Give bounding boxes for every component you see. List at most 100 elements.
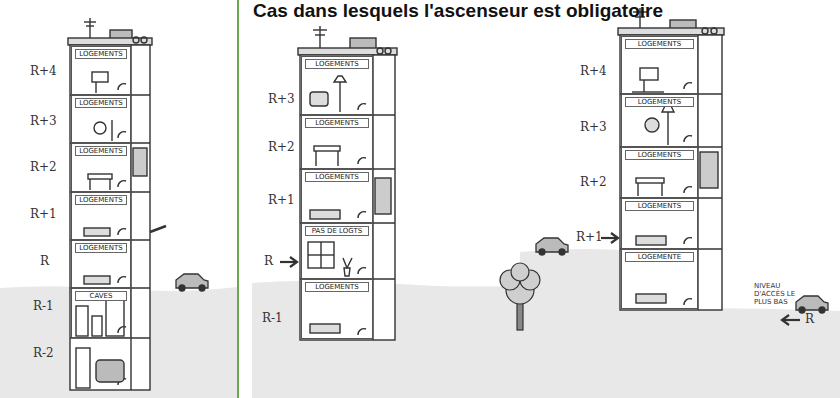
building-left bbox=[133, 148, 147, 176]
building-right bbox=[636, 294, 666, 303]
building-middle bbox=[313, 29, 327, 30]
room-label: LOGEMENTS bbox=[75, 243, 127, 253]
building-left bbox=[89, 18, 90, 38]
building-right bbox=[632, 91, 664, 92]
building-left bbox=[84, 228, 110, 236]
building-middle bbox=[344, 268, 350, 276]
car bbox=[179, 285, 185, 291]
room-box: LOGEMENTS bbox=[301, 56, 373, 115]
level-label: R-1 bbox=[33, 299, 54, 313]
level-label: R bbox=[40, 254, 49, 268]
building-middle bbox=[310, 210, 340, 219]
building-left bbox=[89, 179, 90, 190]
building-right bbox=[645, 118, 659, 132]
building-right bbox=[684, 238, 692, 244]
building-left bbox=[70, 45, 150, 390]
room-box: LOGEMENTS bbox=[71, 95, 131, 143]
building-left bbox=[118, 327, 126, 333]
building-left bbox=[133, 37, 139, 43]
building-right bbox=[636, 178, 664, 183]
room-box: LOGEMENTS bbox=[301, 169, 373, 223]
building-right bbox=[684, 83, 692, 89]
car bbox=[199, 285, 205, 291]
ground bbox=[620, 308, 840, 398]
building-left bbox=[76, 348, 90, 388]
building-middle bbox=[375, 178, 391, 214]
access-arrow bbox=[611, 233, 618, 243]
building-left bbox=[84, 276, 110, 284]
building-right bbox=[640, 68, 658, 80]
building-left bbox=[92, 316, 102, 336]
level-label: R bbox=[805, 312, 814, 326]
building-left bbox=[86, 25, 94, 26]
building-right bbox=[661, 183, 662, 196]
building-middle bbox=[315, 34, 325, 35]
building-right bbox=[711, 28, 717, 34]
room-box: LOGEMENTS bbox=[301, 115, 373, 169]
room-box: LOGEMENTS bbox=[621, 94, 698, 147]
level-label: R-2 bbox=[33, 346, 54, 360]
building-middle bbox=[339, 82, 340, 112]
building-middle bbox=[377, 48, 383, 54]
building-middle bbox=[308, 254, 334, 255]
building-middle bbox=[300, 55, 395, 340]
level-label: R+4 bbox=[30, 64, 57, 78]
building-left bbox=[118, 84, 126, 90]
room-box: LOGEMENTS bbox=[621, 36, 698, 94]
level-label: R+2 bbox=[580, 175, 607, 189]
level-label: R+3 bbox=[30, 114, 57, 128]
room-label: CAVES bbox=[75, 291, 127, 301]
building-left bbox=[141, 37, 147, 43]
room-box: LOGEMENTS bbox=[71, 46, 131, 95]
building-middle bbox=[358, 104, 366, 110]
level-label: R+3 bbox=[580, 120, 607, 134]
access-note: NIVEAU D'ACCÈS LE PLUS BAS bbox=[754, 282, 806, 306]
building-middle bbox=[358, 158, 366, 164]
level-label: R+2 bbox=[30, 160, 57, 174]
room-label: LOGEMENTS bbox=[625, 97, 694, 107]
building-right bbox=[636, 236, 666, 245]
building-left bbox=[118, 181, 126, 187]
building-left bbox=[109, 179, 110, 190]
access-arrow bbox=[290, 257, 297, 267]
room-label: LOGEMENTS bbox=[625, 39, 694, 49]
building-left bbox=[118, 229, 126, 235]
room-label: PAS DE LOGTS bbox=[305, 226, 369, 236]
building-right bbox=[643, 80, 644, 92]
building-left bbox=[94, 122, 106, 134]
car bbox=[176, 274, 208, 291]
room-box: LOGEMENTS bbox=[71, 240, 131, 288]
building-middle bbox=[314, 146, 340, 151]
room-label: LOGEMENTS bbox=[305, 59, 369, 69]
diagram-title: Cas dans lesquels l'ascenseur est obliga… bbox=[253, 0, 663, 22]
level-label: R+1 bbox=[576, 230, 603, 244]
room-label: LOGEMENTS bbox=[305, 172, 369, 182]
room-box: LOGEMENTS bbox=[621, 198, 698, 249]
car bbox=[539, 249, 545, 255]
building-left bbox=[88, 174, 112, 179]
level-label: R+1 bbox=[30, 207, 57, 221]
building-middle bbox=[343, 258, 352, 268]
room-box: LOGEMENTS bbox=[71, 192, 131, 240]
building-right bbox=[618, 28, 724, 35]
room-box: CAVES bbox=[71, 288, 131, 338]
building-right bbox=[684, 299, 692, 305]
building-right bbox=[702, 28, 708, 34]
building-right bbox=[620, 35, 722, 310]
building-middle bbox=[308, 242, 334, 268]
building-left bbox=[118, 277, 126, 283]
room-box: LOGEMENTS bbox=[71, 143, 131, 192]
building-left bbox=[76, 306, 88, 336]
building-left bbox=[95, 82, 96, 93]
room-label: LOGEMENTS bbox=[625, 201, 694, 211]
room-box: PAS DE LOGTS bbox=[301, 223, 373, 279]
level-label: R+2 bbox=[268, 140, 295, 154]
room-label: LOGEMENTS bbox=[75, 195, 127, 205]
level-label: R+3 bbox=[268, 92, 295, 106]
building-left bbox=[92, 72, 108, 82]
building-left bbox=[68, 38, 152, 45]
building-left bbox=[68, 18, 166, 390]
room-label: LOGEMENTS bbox=[75, 146, 127, 156]
building-middle bbox=[358, 212, 366, 218]
room-label: LOGEMENTS bbox=[75, 98, 127, 108]
